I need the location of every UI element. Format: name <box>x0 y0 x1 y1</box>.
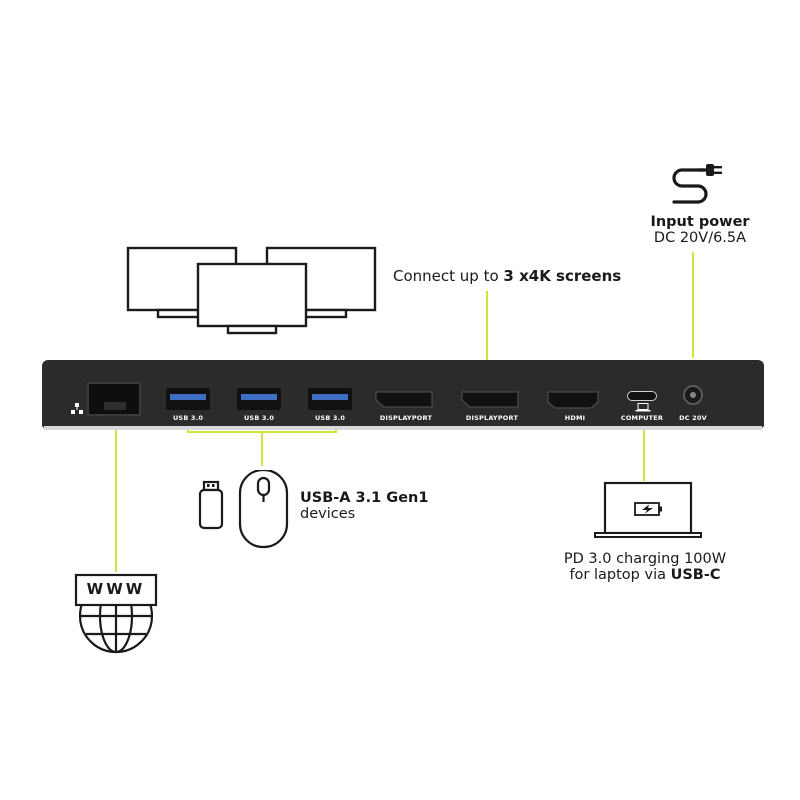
charging-label-line1: PD 3.0 charging 100W <box>563 551 727 567</box>
laptop-icon <box>594 481 702 538</box>
displayport-1-label: DISPLAYPORT <box>379 414 433 422</box>
usb-label-text: devices <box>300 506 356 523</box>
www-badge <box>74 573 158 607</box>
hdmi-port-label: HDMI <box>564 414 586 422</box>
hdmi-port <box>547 391 599 409</box>
dc-port-label: DC 20V <box>679 414 707 422</box>
usb-c-port-label: COMPUTER <box>620 414 664 422</box>
laptop-small-icon <box>635 403 651 412</box>
screens-label-bold: 3 x4K screens <box>503 267 622 285</box>
www-label: WWW <box>86 580 146 598</box>
ethernet-port <box>87 382 141 416</box>
usb-c-port <box>627 391 657 401</box>
video-ports <box>375 391 599 409</box>
usb-a-port-3-tongue <box>312 394 348 400</box>
battery-charging-icon <box>634 502 662 516</box>
power-label: Input power DC 20V/6.5A <box>640 214 760 246</box>
charging-label-line2: for laptop via USB-C <box>540 567 750 583</box>
usb-a-port-1-tongue <box>170 394 206 400</box>
ethernet-icon <box>71 403 83 414</box>
displayport-2 <box>461 391 519 408</box>
power-cable-icon <box>672 164 722 204</box>
globe-icon <box>74 573 158 654</box>
mouse-icon <box>238 470 289 549</box>
power-label-value: DC 20V/6.5A <box>653 230 747 247</box>
charging-label-line2-bold: USB-C <box>670 567 721 584</box>
ethernet-port-latch <box>104 402 126 410</box>
power-label-title: Input power <box>650 214 750 230</box>
dc-port-pin <box>690 392 696 398</box>
monitors-icon <box>126 246 377 335</box>
usb-devices-icons <box>198 470 289 549</box>
usb-label: USB-A 3.1 Gen1 devices <box>300 490 428 522</box>
charging-label-line2-prefix: for laptop via <box>569 567 671 584</box>
screens-label: Connect up to 3 x4K screens <box>393 268 621 285</box>
screens-label-prefix: Connect up to <box>393 267 504 285</box>
usb-a-port-1-label: USB 3.0 <box>172 414 204 422</box>
usb-stick-icon <box>198 480 224 530</box>
charging-label: PD 3.0 charging 100W for laptop via USB-… <box>540 551 750 583</box>
displayport-1 <box>375 391 433 408</box>
usb-a-port-3-label: USB 3.0 <box>314 414 346 422</box>
dock-shadow <box>44 426 762 430</box>
usb-a-port-2-label: USB 3.0 <box>243 414 275 422</box>
usb-label-bold: USB-A 3.1 Gen1 <box>300 490 429 506</box>
displayport-2-label: DISPLAYPORT <box>465 414 519 422</box>
usb-a-port-2-tongue <box>241 394 277 400</box>
